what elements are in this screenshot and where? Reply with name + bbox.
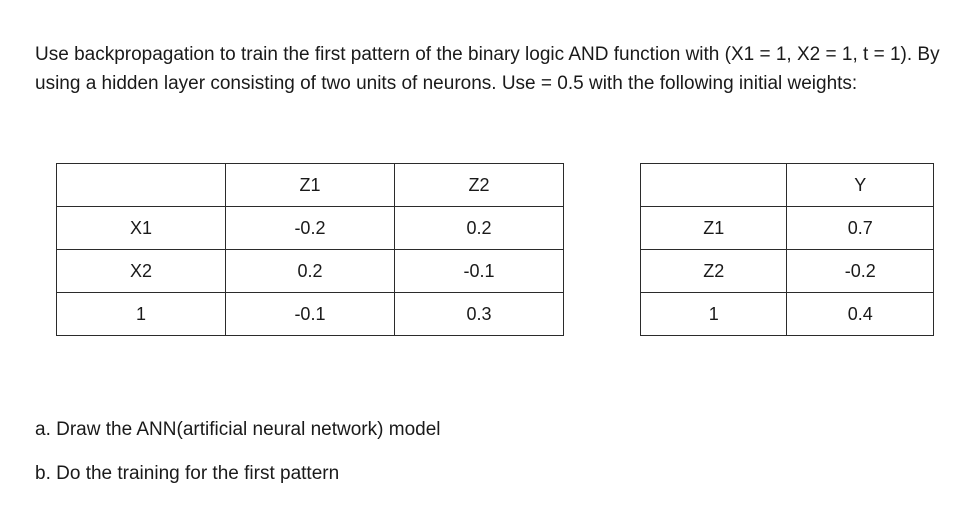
hidden-layer-weights-table: Z1 Z2 X1 -0.2 0.2 X2 0.2 -0.1 1 -0.1 0.3 (56, 163, 565, 336)
table-cell: 0.7 (786, 206, 934, 250)
question-a: a. Draw the ANN(artificial neural networ… (35, 419, 441, 440)
table-cell: X1 (56, 206, 226, 250)
table-row: X2 0.2 -0.1 (56, 249, 565, 293)
table-cell: Z1 (639, 206, 788, 250)
table-row: X1 -0.2 0.2 (56, 206, 565, 250)
table-cell: 1 (639, 292, 788, 336)
table-cell: -0.2 (786, 249, 934, 293)
table-cell: 1 (56, 292, 226, 336)
table-row: Z1 0.7 (639, 206, 934, 250)
table-cell: 0.4 (786, 292, 934, 336)
table-cell: -0.2 (224, 206, 395, 250)
table-cell: -0.1 (393, 249, 565, 293)
table-row: 1 0.4 (639, 292, 934, 336)
table-header-cell (639, 163, 788, 207)
table-header-row: Y (639, 163, 934, 207)
table-row: 1 -0.1 0.3 (56, 292, 565, 336)
table-header-row: Z1 Z2 (56, 163, 565, 207)
table-row: Z2 -0.2 (639, 249, 934, 293)
table-cell: X2 (56, 249, 226, 293)
question-b: b. Do the training for the first pattern (35, 463, 340, 484)
problem-statement: Use backpropagation to train the first p… (35, 44, 940, 94)
table-header-cell: Z1 (224, 163, 395, 207)
output-layer-weights-table: Y Z1 0.7 Z2 -0.2 1 0.4 (639, 163, 934, 336)
table-cell: 0.2 (393, 206, 565, 250)
table-cell: Z2 (639, 249, 788, 293)
table-cell: 0.2 (224, 249, 395, 293)
table-header-cell: Y (786, 163, 934, 207)
table-cell: -0.1 (224, 292, 395, 336)
table-header-cell: Z2 (393, 163, 565, 207)
table-cell: 0.3 (393, 292, 565, 336)
table-header-cell (56, 163, 226, 207)
